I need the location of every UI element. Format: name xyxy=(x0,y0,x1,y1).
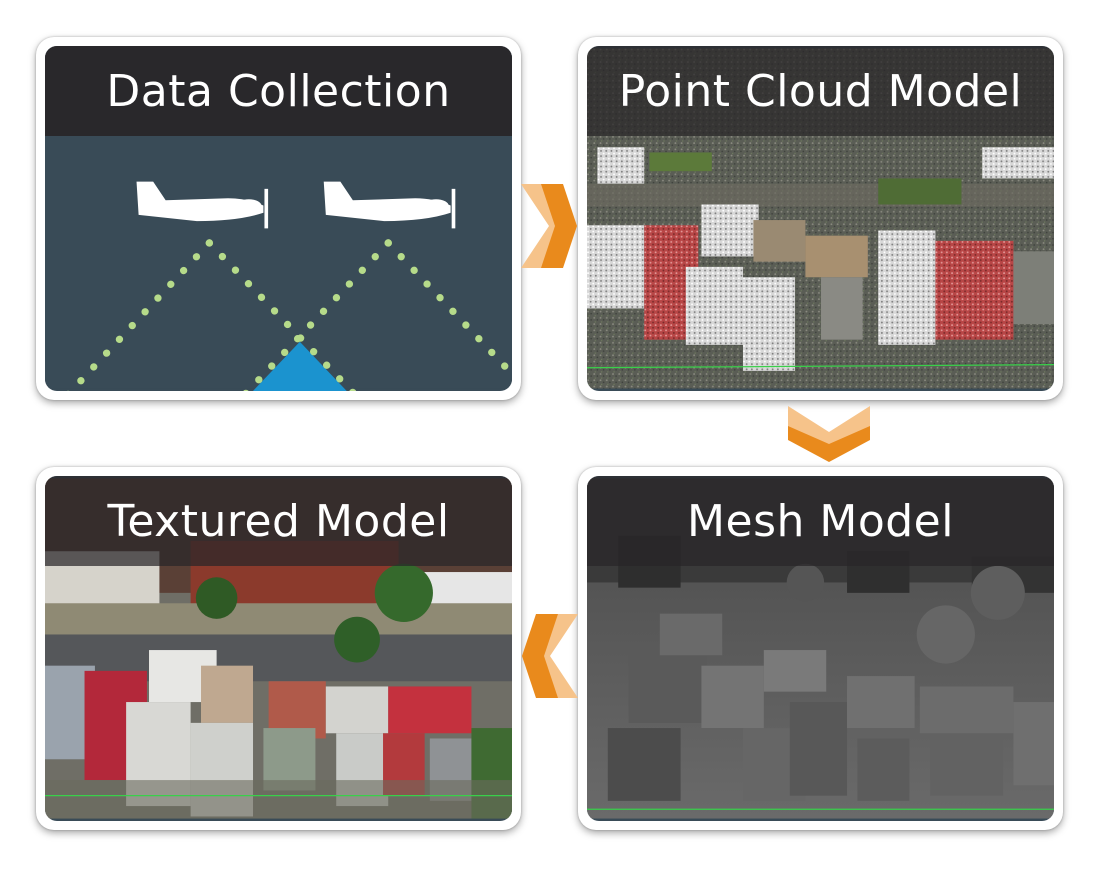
title-bar: Point Cloud Model xyxy=(587,46,1054,136)
title-bar: Textured Model xyxy=(45,476,512,566)
point-cloud-panel: Point Cloud Model xyxy=(578,37,1063,400)
step-title: Textured Model xyxy=(107,495,450,547)
chevron-right-icon xyxy=(521,184,577,268)
mesh-model-scene: Mesh Model xyxy=(587,476,1054,821)
step-title: Point Cloud Model xyxy=(618,65,1023,117)
data-collection-scene: Data Collection xyxy=(45,46,512,391)
textured-model-panel: Textured Model xyxy=(36,467,521,830)
mesh-model-panel: Mesh Model xyxy=(578,467,1063,830)
step-title: Mesh Model xyxy=(687,495,954,547)
plane-icon xyxy=(136,181,269,229)
title-bar: Mesh Model xyxy=(587,476,1054,566)
step-title: Data Collection xyxy=(106,65,451,117)
point-cloud-scene: Point Cloud Model xyxy=(587,46,1054,391)
data-collection-panel: Data Collection xyxy=(36,37,521,400)
plane-icon xyxy=(323,181,456,229)
chevron-down-icon xyxy=(788,406,870,462)
title-bar: Data Collection xyxy=(45,46,512,136)
textured-model-scene: Textured Model xyxy=(45,476,512,821)
sensor-coverage-area xyxy=(252,341,347,391)
chevron-left-icon xyxy=(522,614,578,698)
